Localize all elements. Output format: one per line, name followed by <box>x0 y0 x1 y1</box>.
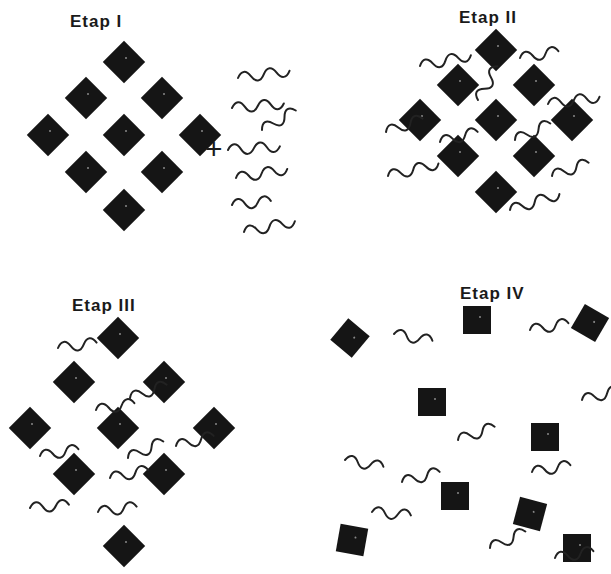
stage-label: Etap III <box>72 296 136 316</box>
solvent-molecules <box>228 66 299 238</box>
crystal-lattice <box>9 317 235 567</box>
solvent-molecules <box>384 46 600 215</box>
stage-label: Etap I <box>70 12 122 32</box>
solvent-molecules <box>344 318 611 563</box>
solvent-molecules <box>30 337 215 517</box>
stage-label: Etap IV <box>460 284 525 304</box>
crystal-lattice <box>399 29 593 213</box>
crystal-lattice <box>27 41 221 231</box>
stage-label: Etap II <box>459 8 517 28</box>
plus-sign: + <box>205 132 223 166</box>
dissolved-ions <box>330 304 609 562</box>
